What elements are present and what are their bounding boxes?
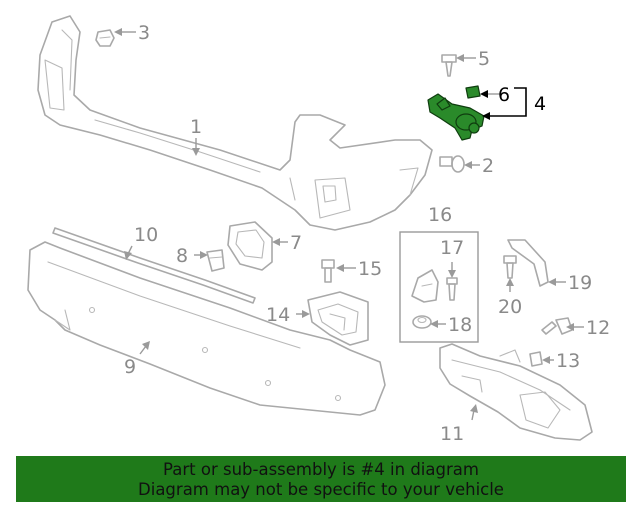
- leader-lines: [114, 28, 584, 421]
- part-8-clip: [206, 249, 225, 272]
- parts-diagram: 3 5 6 4 1 2 16 10 7 17 8 15 19 20 14 18 …: [27, 15, 610, 445]
- callout-2: 2: [482, 155, 494, 177]
- callout-11: 11: [440, 423, 464, 445]
- part-5-screw: [441, 54, 457, 77]
- callout-1: 1: [190, 116, 202, 138]
- callout-8: 8: [176, 245, 188, 267]
- callout-13: 13: [556, 350, 580, 372]
- part-15-bolt: [321, 259, 335, 283]
- callout-12: 12: [586, 317, 610, 339]
- part-7-bezel: [227, 221, 273, 271]
- callout-14: 14: [266, 304, 290, 326]
- banner-line-1: Part or sub-assembly is #4 in diagram: [163, 460, 479, 479]
- part-13-clip: [529, 351, 543, 367]
- part-3-bolt: [95, 29, 115, 47]
- part-14-bracket: [307, 291, 369, 346]
- part-20-stud: [503, 255, 517, 279]
- part-4-sensor-bracket-assembly: [427, 93, 485, 141]
- callout-3: 3: [138, 22, 150, 44]
- part-12-bolt: [541, 317, 573, 335]
- banner-line-2: Diagram may not be specific to your vehi…: [138, 480, 504, 499]
- callout-15: 15: [358, 258, 382, 280]
- callout-10: 10: [134, 224, 158, 246]
- part-16-kit-box: [399, 231, 479, 343]
- callout-5: 5: [478, 48, 490, 70]
- part-1-bumper-fascia: [37, 15, 433, 231]
- callout-20: 20: [498, 296, 522, 318]
- part-10-trim-strip: [52, 227, 256, 304]
- part-11-reinforcement: [439, 343, 593, 441]
- callout-labels: 3 5 6 4 1 2 16 10 7 17 8 15 19 20 14 18 …: [124, 22, 610, 445]
- callout-6: 6: [498, 84, 510, 106]
- callout-16: 16: [428, 204, 452, 226]
- info-banner: Part or sub-assembly is #4 in diagram Di…: [16, 456, 626, 502]
- callout-4: 4: [534, 93, 546, 115]
- callout-19: 19: [568, 272, 592, 294]
- callout-17: 17: [440, 237, 464, 259]
- part-9-bumper-bar: [27, 241, 386, 416]
- callout-18: 18: [448, 314, 472, 336]
- callout-7: 7: [290, 232, 302, 254]
- part-6-clip: [465, 85, 481, 99]
- part-2-grommet: [439, 155, 465, 173]
- part-19-bracket: [507, 239, 549, 287]
- callout-9: 9: [124, 356, 136, 378]
